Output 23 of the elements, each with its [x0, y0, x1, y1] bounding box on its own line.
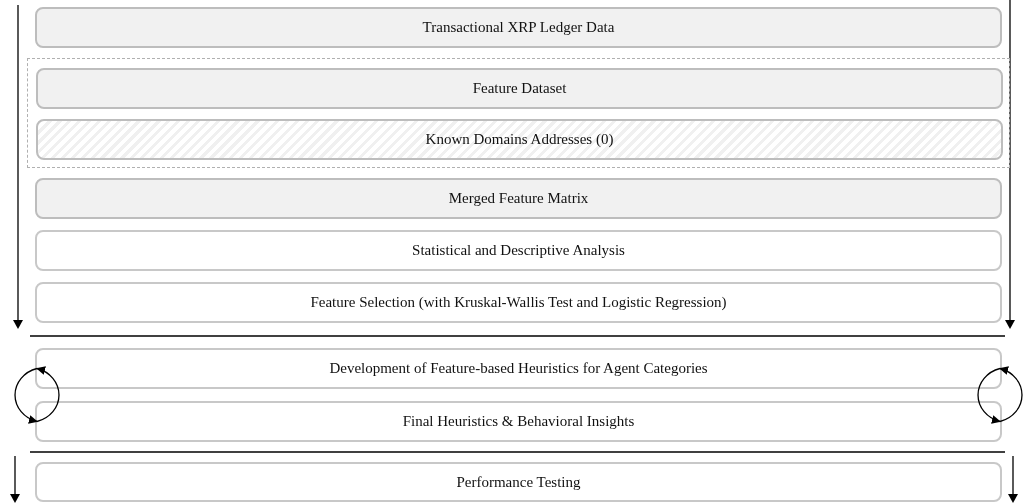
box-label: Merged Feature Matrix	[448, 189, 589, 209]
box-label: Feature Dataset	[472, 79, 567, 99]
box-label: Statistical and Descriptive Analysis	[412, 241, 625, 261]
process-box	[35, 282, 1002, 323]
cycle-arrow	[977, 367, 1001, 424]
hatched-data-box	[36, 119, 1003, 160]
box-label: Development of Feature-based Heuristics for Agent Categories	[329, 359, 708, 379]
dashed-group-frame	[27, 58, 1010, 168]
data-box	[36, 68, 1003, 109]
cycle-arrow	[14, 367, 38, 424]
box-label: Known Domains Addresses (0)	[425, 130, 614, 150]
box-label: Transactional XRP Ledger Data	[422, 18, 615, 38]
process-box	[35, 462, 1002, 502]
box-label: Final Heuristics & Behavioral Insights	[402, 412, 635, 432]
cycle-arrow	[36, 366, 60, 423]
cycle-arrow	[999, 366, 1023, 423]
box-label: Performance Testing	[456, 472, 581, 492]
process-box	[35, 230, 1002, 271]
process-box	[35, 401, 1002, 442]
process-box	[35, 348, 1002, 389]
box-label: Feature Selection (with Kruskal-Wallis Test and Logistic Regression)	[310, 293, 727, 313]
data-box	[35, 7, 1002, 48]
data-box	[35, 178, 1002, 219]
